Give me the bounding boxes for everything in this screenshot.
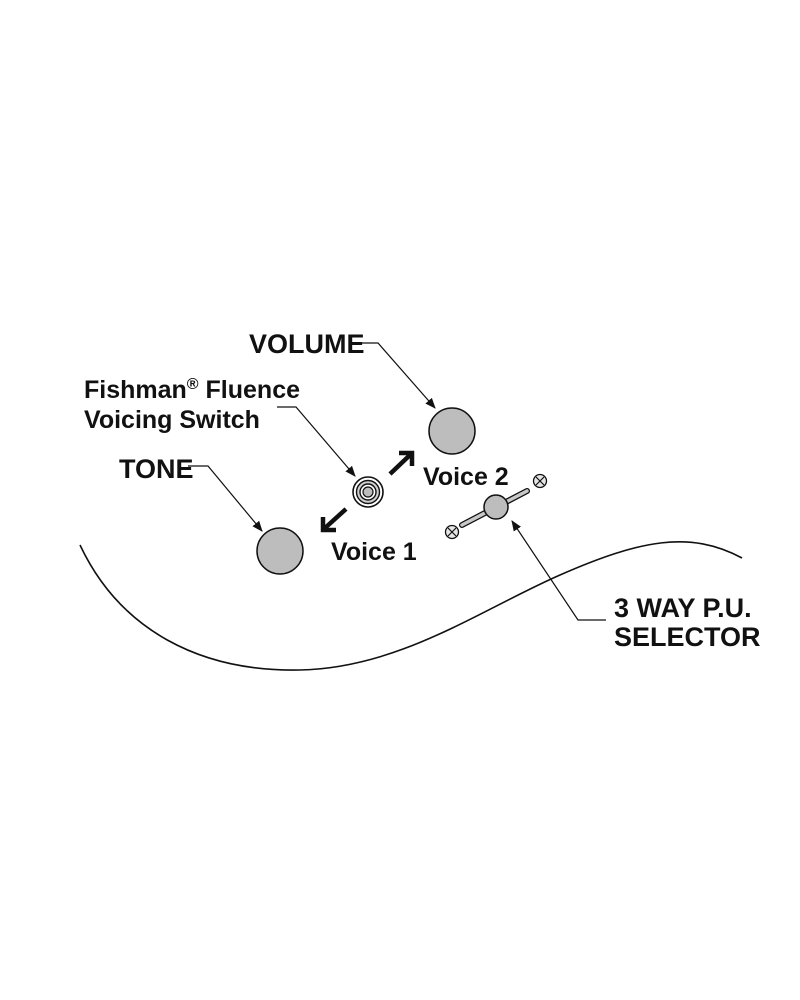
tone-leader-line [188,465,263,532]
volume-label: VOLUME [249,329,365,359]
voicing-switch [352,476,384,508]
tone-label: TONE [119,454,194,484]
screw-icon [444,524,460,540]
arrow-up-right-icon [388,450,415,476]
selector-leader-line [511,520,606,621]
arrow-down-left-icon [320,507,348,533]
volume-leader-line [358,342,436,409]
volume-knob [428,407,476,455]
selector-label-line2: SELECTOR [614,622,761,652]
voice1-label: Voice 1 [331,538,417,566]
fishman-brand: Fishman [84,376,187,404]
selector-label-line1: 3 WAY P.U. [614,593,752,623]
tone-knob [256,527,304,575]
fluence-word: Fluence [199,376,301,404]
fishman-label-line2: Voicing Switch [84,406,260,434]
voicing-switch-leader-line [277,406,356,477]
fishman-label-line1: Fishman® Fluence [84,376,300,404]
guitar-body-outline [79,541,743,671]
registered-mark: ® [187,376,199,393]
screw-icon [532,473,548,489]
voice2-label: Voice 2 [423,463,509,491]
pickup-selector [459,488,530,528]
selector-tip [483,494,509,520]
